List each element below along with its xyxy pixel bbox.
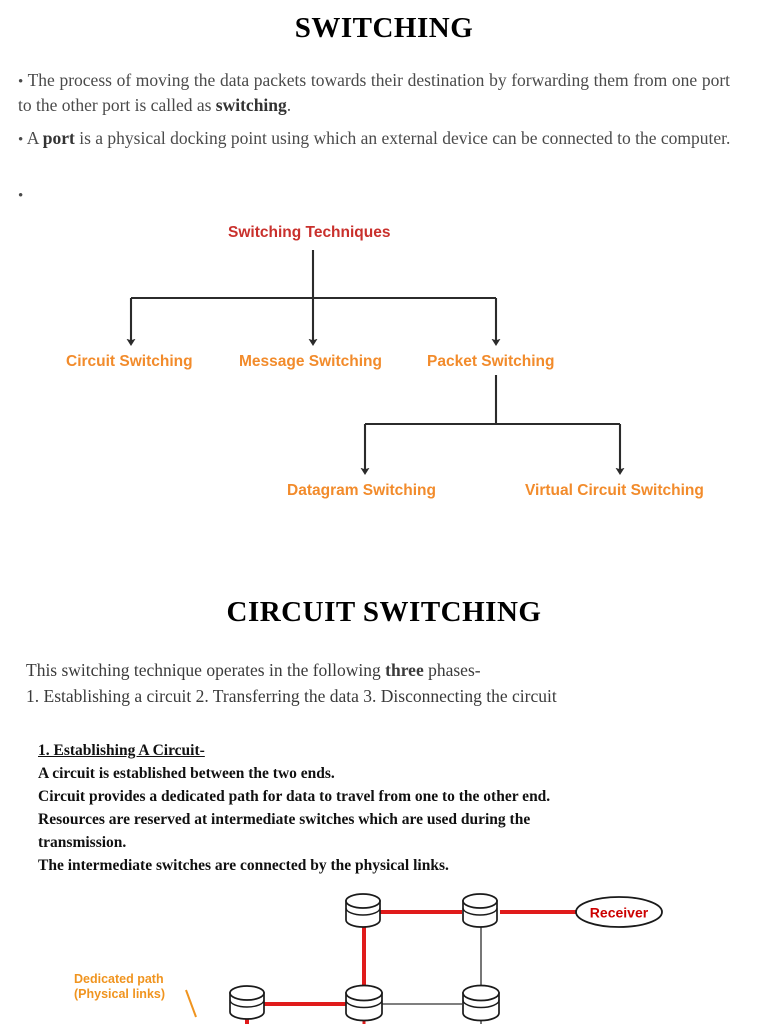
page-title-switching: SWITCHING (294, 12, 474, 44)
cs-detail-line-3: Resources are reserved at intermediate s… (38, 810, 531, 828)
network-node-receiver: Receiver (575, 896, 663, 928)
network-node-switch-bottom-left (229, 985, 265, 1020)
receiver-label: Receiver (590, 905, 649, 921)
tree-node-circuit-switching: Circuit Switching (66, 353, 193, 370)
network-node-switch-bottom-middle (345, 984, 383, 1022)
dedicated-path-leader-line (185, 989, 197, 1018)
switching-techniques-diagram: Switching Techniques Circuit Switching M… (0, 212, 768, 522)
tree-node-datagram-switching: Datagram Switching (287, 482, 436, 499)
intro-bullet-3-empty: • (18, 182, 718, 207)
cs-intro-line1-bold: three (385, 660, 424, 680)
intro-bullet-2-text-b: is a physical docking point using which … (74, 128, 731, 148)
network-node-switch-bottom-right (462, 984, 500, 1022)
circuit-switching-intro: This switching technique operates in the… (26, 658, 716, 709)
cs-detail-line-4: transmission. (38, 833, 127, 851)
circuit-switching-network-diagram: Receiver Dedicated path (Physical links) (0, 880, 768, 1024)
tree-node-packet-switching: Packet Switching (427, 353, 555, 370)
tree-connector-lines (126, 250, 625, 475)
cs-detail-line-1: A circuit is established between the two… (38, 764, 335, 782)
tree-node-message-switching: Message Switching (239, 353, 382, 370)
bullet-marker-2: • (18, 132, 24, 148)
cs-detail-line-2: Circuit provides a dedicated path for da… (38, 787, 551, 805)
network-node-switch-top-left (345, 893, 381, 928)
cs-intro-line1-b: phases- (423, 660, 481, 680)
intro-bullet-2: • A port is a physical docking point usi… (18, 126, 742, 151)
bullet-marker-1: • (18, 74, 24, 90)
bullet-marker-3: • (18, 188, 24, 204)
page-title-circuit-switching: CIRCUIT SWITCHING (226, 596, 542, 628)
tree-node-virtual-circuit-switching: Virtual Circuit Switching (525, 482, 704, 499)
tree-node-switching-techniques: Switching Techniques (228, 224, 391, 241)
dedicated-path-line-1: Dedicated path (74, 972, 164, 986)
cs-intro-line2: 1. Establishing a circuit 2. Transferrin… (26, 685, 557, 706)
cs-detail-line-5: The intermediate switches are connected … (38, 856, 449, 874)
establishing-circuit-block: 1. Establishing A Circuit- A circuit is … (38, 740, 698, 878)
intro-bullet-1: • The process of moving the data packets… (18, 68, 730, 118)
dedicated-path-annotation: Dedicated path (Physical links) (74, 972, 165, 1003)
network-node-switch-top-middle (462, 893, 498, 928)
cs-intro-line1-a: This switching technique operates in the… (26, 660, 386, 680)
intro-bullet-1-bold: switching (215, 95, 287, 116)
intro-bullet-2-text-a: A (26, 128, 43, 148)
intro-bullet-1-text-b: . (286, 95, 292, 116)
intro-bullet-2-bold: port (42, 128, 75, 148)
dedicated-path-line-2: (Physical links) (74, 987, 166, 1002)
intro-bullet-1-text-a: The process of moving the data packets t… (18, 70, 731, 116)
establishing-circuit-subheading: 1. Establishing A Circuit- (38, 742, 205, 759)
